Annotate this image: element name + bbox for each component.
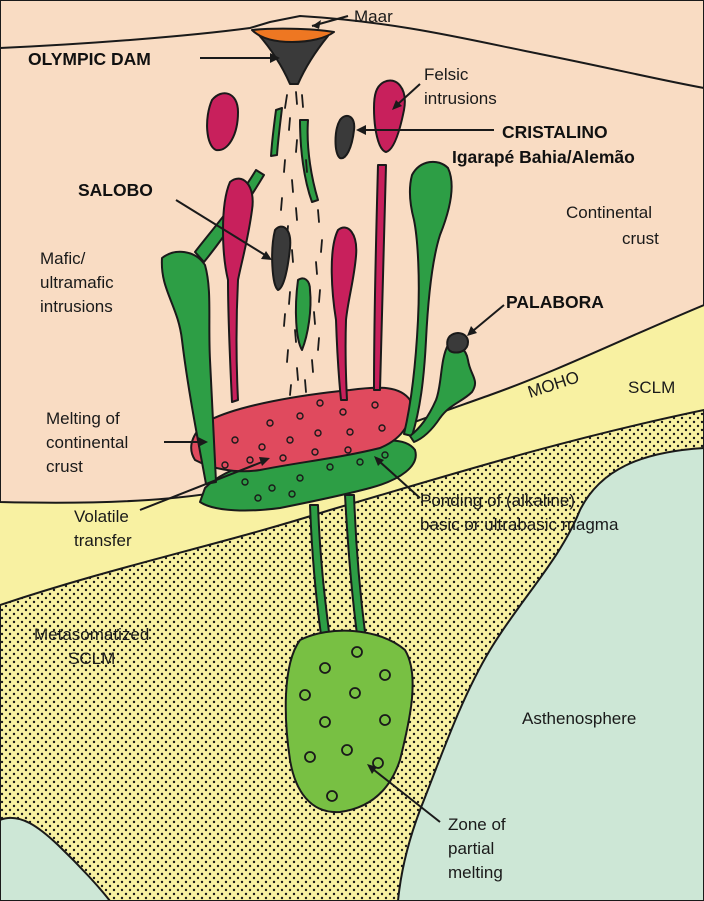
label-volatile-2: transfer: [74, 531, 132, 550]
label-igarape: Igarapé Bahia/Alemão: [452, 147, 635, 167]
arrow-volatile: [139, 461, 263, 511]
label-zone-2: partial: [448, 839, 494, 858]
label-melting-2: continental: [46, 433, 128, 452]
label-maar: Maar: [354, 7, 393, 26]
label-continental-1: Continental: [566, 203, 652, 222]
label-volatile-1: Volatile: [74, 507, 129, 526]
arrow-zone: [373, 769, 441, 823]
felsic-intrusion-4: [330, 226, 358, 401]
label-zone-1: Zone of: [448, 815, 506, 834]
olympic-dam-pipe: [257, 33, 329, 85]
asthenosphere-region: [397, 447, 704, 901]
label-felsic-2: intrusions: [424, 89, 497, 108]
arrow-palabora: [473, 304, 505, 331]
label-cristalino: CRISTALINO: [502, 122, 608, 142]
mafic-intrusion-palabora: [409, 343, 477, 443]
cristalino-orebody: [334, 114, 356, 160]
mafic-dike-center-3: [294, 277, 312, 351]
crustal-melt-droplets: [221, 399, 389, 502]
label-asthenosphere: Asthenosphere: [522, 709, 636, 728]
label-salobo: SALOBO: [78, 180, 153, 200]
label-mafic-2: ultramafic: [40, 273, 114, 292]
label-mafic-1: Mafic/: [40, 249, 86, 268]
asthenosphere-corner: [0, 816, 111, 901]
label-melting-1: Melting of: [46, 409, 120, 428]
arrow-salobo: [175, 199, 266, 256]
label-sclm: SCLM: [628, 378, 675, 397]
felsic-intrusion-1: [206, 92, 239, 152]
label-continental-2: crust: [622, 229, 659, 248]
salobo-orebody: [271, 225, 292, 291]
mafic-intrusion-left: [160, 250, 217, 485]
label-olympic-dam: OLYMPIC DAM: [28, 49, 151, 69]
label-metasom-1: Metasomatized: [34, 625, 149, 644]
palabora-orebody: [446, 332, 469, 354]
mafic-dike-center-2: [299, 119, 319, 203]
melt-droplets: [299, 646, 391, 802]
label-metasom-2: SCLM: [68, 649, 115, 668]
label-zone-3: melting: [448, 863, 503, 882]
arrow-ponding: [379, 461, 421, 499]
arrow-felsic: [397, 83, 421, 105]
felsic-dike-right: [373, 164, 387, 391]
label-felsic-1: Felsic: [424, 65, 469, 84]
label-palabora: PALABORA: [506, 292, 604, 312]
label-melting-3: crust: [46, 457, 83, 476]
label-ponding-2: basic or ultrabasic magma: [420, 515, 619, 534]
crustal-melt-body: [190, 386, 412, 473]
maar-crater: [251, 27, 335, 43]
label-ponding-1: Ponding of (alkaline): [420, 491, 575, 510]
mafic-intrusion-right: [403, 160, 453, 437]
label-mafic-3: intrusions: [40, 297, 113, 316]
surface-line: [0, 14, 704, 89]
mafic-dike-center-1: [270, 107, 283, 157]
label-arrows: [139, 15, 505, 823]
felsic-intrusion-2: [373, 79, 406, 153]
